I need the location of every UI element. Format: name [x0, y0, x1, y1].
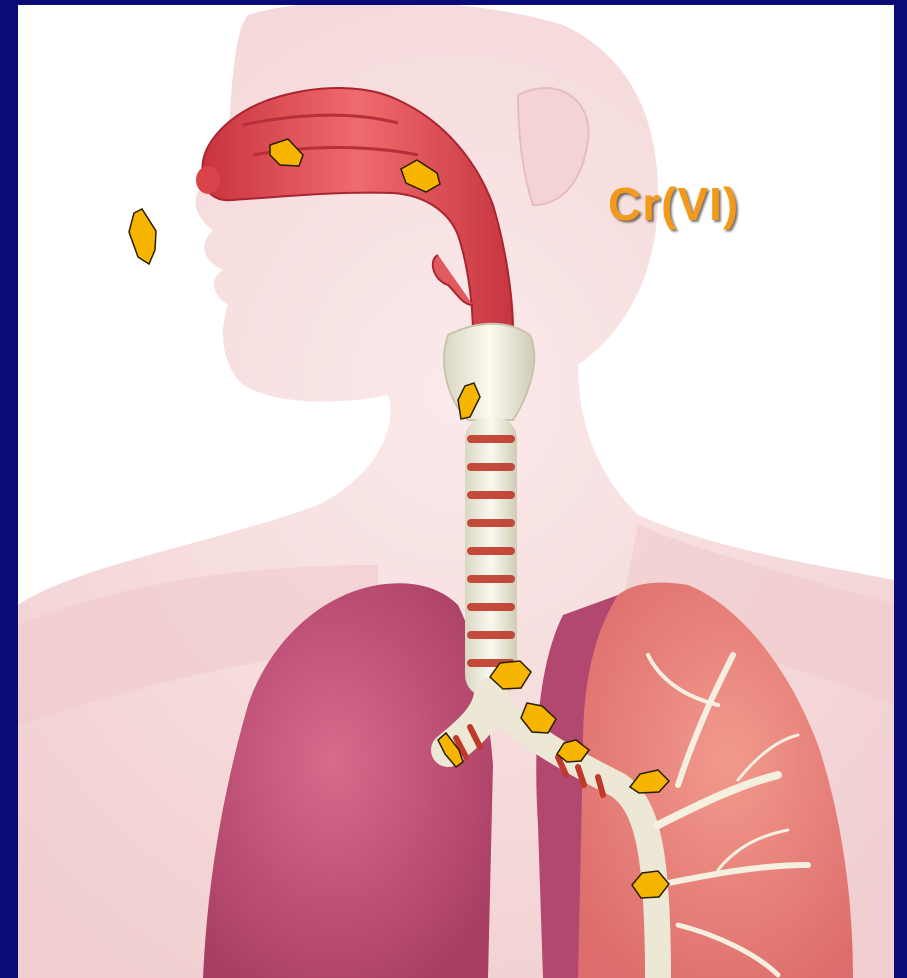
chromium-label: Cr(VI)	[608, 177, 739, 231]
illustration-panel: Cr(VI)	[18, 5, 894, 978]
particle-icon	[129, 209, 156, 264]
respiratory-illustration	[18, 5, 894, 978]
